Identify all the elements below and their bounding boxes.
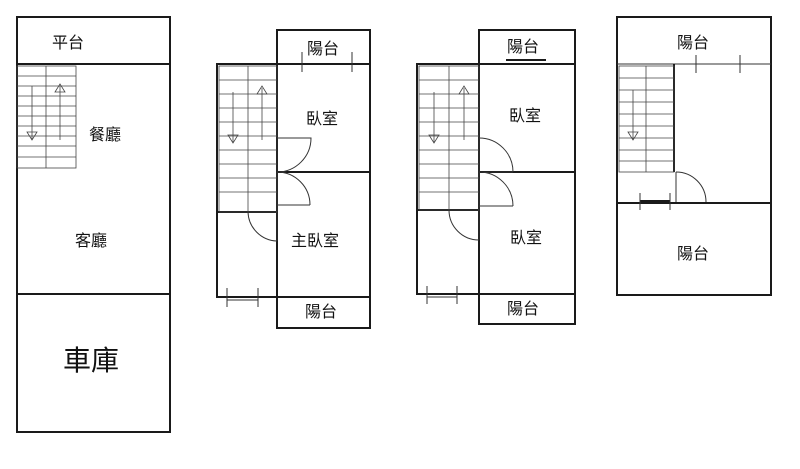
floor-3-left-block (416, 63, 479, 295)
floor-3: 陽台 臥室 臥室 陽台 (416, 29, 576, 325)
room-label-balcony-top: 陽台 (307, 39, 339, 58)
floor-2-doors (247, 137, 312, 242)
floor-3-staircase (418, 65, 480, 211)
floor-2: 陽台 臥室 主臥室 陽台 (216, 29, 371, 329)
floor-2-right-block (276, 63, 371, 298)
floor-1: 平台 餐廳 客廳 車庫 (16, 16, 171, 433)
floor-4-outline (616, 16, 772, 296)
floor-1-staircase (16, 65, 77, 169)
room-label-terrace: 平台 (52, 33, 84, 52)
floor-3-balcony-bottom (478, 293, 576, 325)
room-label-balcony-bottom: 陽台 (677, 244, 709, 263)
floor-3-doors (448, 137, 514, 241)
floor-4: 陽台 陽台 (616, 16, 772, 296)
room-label-bedroom-lower: 臥室 (510, 228, 542, 247)
floor-1-outline (16, 16, 171, 433)
floor-2-staircase (218, 65, 278, 213)
room-label-balcony-top: 陽台 (677, 33, 709, 52)
room-label-dining: 餐廳 (89, 125, 121, 144)
room-label-garage: 車庫 (63, 344, 119, 377)
room-label-bedroom-upper: 臥室 (509, 106, 541, 125)
room-label-balcony-bottom: 陽台 (507, 299, 539, 318)
floor-3-right-block (478, 63, 576, 295)
room-label-living: 客廳 (75, 231, 107, 250)
room-label-bedroom: 臥室 (306, 109, 338, 128)
room-label-balcony-bottom: 陽台 (305, 302, 337, 321)
floor-4-door (675, 171, 707, 203)
floor-2-balcony-bottom (276, 296, 371, 329)
floor-2-left-block (216, 63, 277, 298)
room-label-master-bedroom: 主臥室 (291, 231, 339, 250)
room-label-balcony-top: 陽台 (507, 37, 539, 56)
floor-4-staircase (618, 65, 675, 173)
